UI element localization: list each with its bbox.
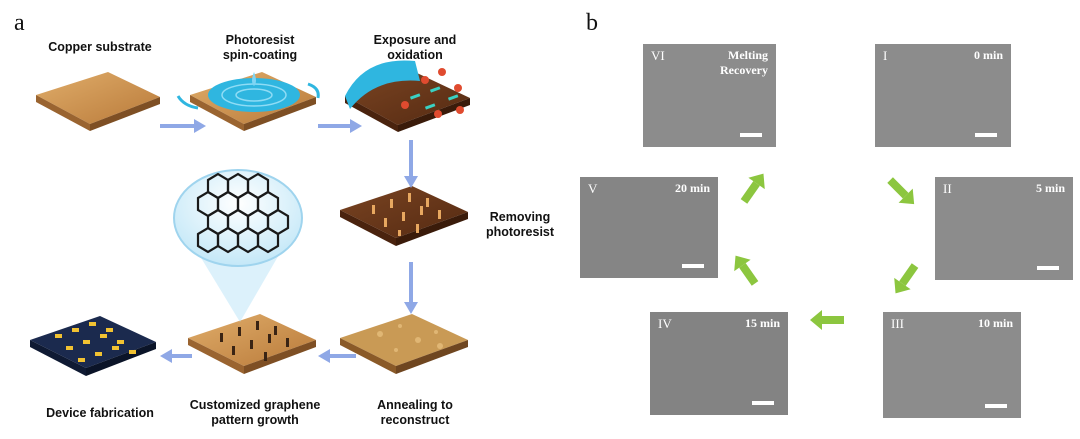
removing-photoresist-slab xyxy=(340,186,468,246)
flow-arrows xyxy=(160,119,418,363)
scale-bar xyxy=(752,401,774,405)
label-exposure-oxidation: Exposure and oxidation xyxy=(373,33,457,62)
label-device-fabrication: Device fabrication xyxy=(46,406,154,420)
scale-bar xyxy=(985,404,1007,408)
sem-image-i: I 0 min xyxy=(875,44,1011,147)
label-copper-substrate: Copper substrate xyxy=(48,40,152,54)
arrow-right-1 xyxy=(160,119,206,133)
arrow-iv-to-v xyxy=(734,255,759,286)
sem-image-ii: II 5 min xyxy=(935,177,1073,280)
scale-bar xyxy=(1037,266,1059,270)
arrow-i-to-ii xyxy=(887,177,915,205)
sem-numeral: I xyxy=(883,48,888,63)
sem-image-iv: IV 15 min xyxy=(650,312,788,415)
annealing-slab xyxy=(340,314,468,374)
sem-image-v: V 20 min xyxy=(580,177,718,278)
label-removing-photoresist: Removing photoresist xyxy=(485,210,555,239)
sem-time-label: 5 min xyxy=(1035,181,1065,195)
arrow-down-2 xyxy=(404,262,418,314)
arrow-left-2 xyxy=(160,349,192,363)
sem-numeral: III xyxy=(891,316,904,331)
sem-time-label: 10 min xyxy=(977,316,1013,330)
panel-a-letter: a xyxy=(14,10,25,36)
copper-substrate-slab xyxy=(36,72,160,131)
sem-numeral: IV xyxy=(658,316,672,331)
sem-time-label: 0 min xyxy=(973,48,1003,62)
sem-numeral: II xyxy=(943,181,952,196)
graphene-growth-slab xyxy=(173,169,316,374)
sem-numeral: V xyxy=(588,181,598,196)
label-photoresist-spin-coating: Photoresist spin-coating xyxy=(222,33,298,62)
arrow-iii-to-iv xyxy=(810,310,844,330)
sem-time-label: Melting Recovery xyxy=(720,48,768,77)
panel-b-letter: b xyxy=(586,10,598,36)
graphene-lattice xyxy=(196,172,290,254)
arrow-down-1 xyxy=(404,140,418,188)
exposure-oxidation-slab xyxy=(345,60,470,132)
scale-bar xyxy=(975,133,997,137)
label-annealing-reconstruct: Annealing to reconstruct xyxy=(377,398,453,427)
scale-bar xyxy=(682,264,704,268)
sem-time-label: 20 min xyxy=(674,181,710,195)
arrow-ii-to-iii xyxy=(894,263,919,294)
arrow-v-to-vi xyxy=(740,173,765,204)
sem-image-vi: VI Melting Recovery xyxy=(643,44,776,147)
sem-image-iii: III 10 min xyxy=(883,312,1021,418)
spin-coating-slab xyxy=(176,72,320,131)
process-flow-diagram xyxy=(30,60,470,376)
arrow-left-1 xyxy=(318,349,356,363)
scale-bar xyxy=(740,133,762,137)
label-graphene-pattern-growth: Customized graphene pattern growth xyxy=(189,398,321,427)
arrow-right-2 xyxy=(318,119,362,133)
device-fabrication-slab xyxy=(30,316,156,376)
sem-numeral: VI xyxy=(651,48,665,63)
sem-time-label: 15 min xyxy=(744,316,780,330)
